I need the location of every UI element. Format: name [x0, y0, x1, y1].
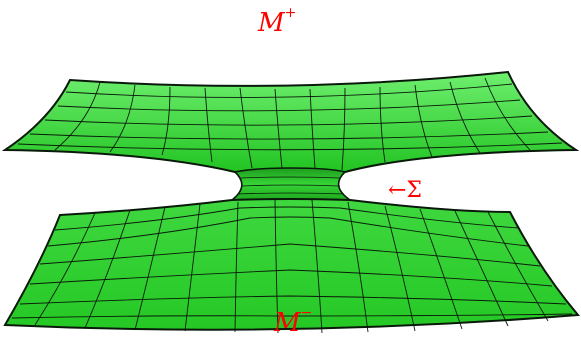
upper-manifold-sign: +: [284, 5, 297, 22]
upper-sheet: [1, 70, 580, 174]
throat: [229, 167, 353, 201]
lower-manifold-label: M−: [274, 306, 312, 337]
lower-manifold-symbol: M: [274, 308, 301, 337]
upper-manifold-symbol: M: [258, 8, 285, 38]
lower-sheet-mesh: [11, 199, 573, 334]
upper-sheet-body: [1, 70, 580, 174]
throat-label: ←Σ: [388, 178, 422, 203]
upper-manifold-label: M+: [258, 6, 296, 38]
lower-sheet-body: [3, 198, 581, 331]
lower-manifold-sign: −: [300, 305, 313, 322]
lower-sheet: [3, 198, 581, 334]
throat-body: [229, 167, 353, 201]
upper-sheet-mesh: [17, 77, 563, 171]
